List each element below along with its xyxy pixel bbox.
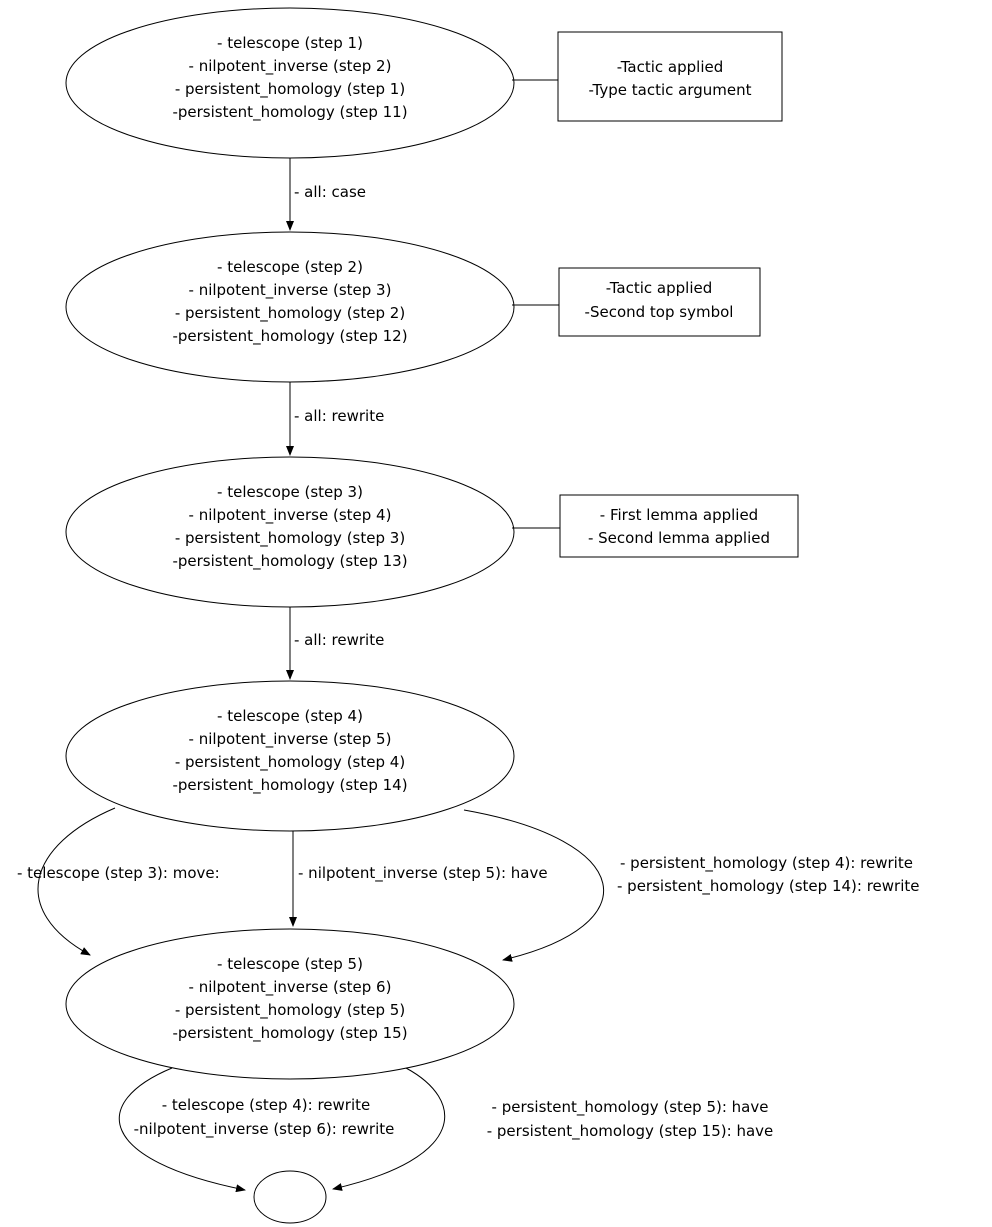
node-line: - telescope (step 1) xyxy=(217,34,363,52)
annotation-box-3: - First lemma applied - Second lemma app… xyxy=(559,494,799,558)
edge-label-line: -nilpotent_inverse (step 6): rewrite xyxy=(134,1120,395,1139)
edge-arrow xyxy=(463,809,604,962)
edge-label-line: - nilpotent_inverse (step 5): have xyxy=(298,864,548,883)
state-node-1: - telescope (step 1) - nilpotent_inverse… xyxy=(65,7,515,159)
edge-label-line: - telescope (step 3): move: xyxy=(17,864,220,882)
node-line: - persistent_homology (step 5) xyxy=(175,1001,405,1020)
node-line: - nilpotent_inverse (step 4) xyxy=(189,506,392,525)
edge-label-line: - telescope (step 4): rewrite xyxy=(162,1096,371,1114)
node-line: -persistent_homology (step 12) xyxy=(172,327,407,346)
annotation-line: -Type tactic argument xyxy=(589,81,752,99)
node-line: - nilpotent_inverse (step 5) xyxy=(189,730,392,749)
state-node-3: - telescope (step 3) - nilpotent_inverse… xyxy=(65,456,515,608)
node-ellipse xyxy=(253,1170,327,1224)
annotation-rect xyxy=(557,31,783,122)
annotation-box-2: -Tactic applied -Second top symbol xyxy=(558,267,761,337)
node-ellipse xyxy=(65,928,515,1080)
edge-label-line: - all: rewrite xyxy=(294,631,384,649)
annotation-rect xyxy=(559,494,799,558)
edge-label-line: - all: rewrite xyxy=(294,407,384,425)
node-line: - nilpotent_inverse (step 2) xyxy=(189,57,392,76)
node-line: - persistent_homology (step 2) xyxy=(175,304,405,323)
annotation-line: -Tactic applied xyxy=(606,279,713,297)
edge-label-line: - all: case xyxy=(294,183,366,201)
edge-arrow xyxy=(118,1067,246,1193)
annotation-line: - Second lemma applied xyxy=(588,529,770,547)
annotation-rect xyxy=(558,267,761,337)
edge-label-line: - persistent_homology (step 5): have xyxy=(492,1098,769,1117)
state-node-2: - telescope (step 2) - nilpotent_inverse… xyxy=(65,231,515,383)
annotation-box-1: -Tactic applied -Type tactic argument xyxy=(557,31,783,122)
node-line: -persistent_homology (step 15) xyxy=(172,1024,407,1043)
edge-label-line: - persistent_homology (step 4): rewrite xyxy=(620,854,913,873)
annotation-line: -Second top symbol xyxy=(585,303,734,321)
edge-arrow xyxy=(37,807,116,956)
node-line: - telescope (step 5) xyxy=(217,955,363,973)
edge-label-line: - persistent_homology (step 15): have xyxy=(487,1122,774,1141)
node-line: - persistent_homology (step 3) xyxy=(175,529,405,548)
node-line: - telescope (step 4) xyxy=(217,707,363,725)
node-line: - nilpotent_inverse (step 6) xyxy=(189,978,392,997)
edge-arrow xyxy=(332,1067,446,1191)
node-line: -persistent_homology (step 14) xyxy=(172,776,407,795)
node-line: -persistent_homology (step 13) xyxy=(172,552,407,571)
node-line: - telescope (step 3) xyxy=(217,483,363,501)
node-line: - telescope (step 2) xyxy=(217,258,363,276)
node-line: - persistent_homology (step 4) xyxy=(175,753,405,772)
annotation-line: -Tactic applied xyxy=(617,58,724,76)
edge-label-line: - persistent_homology (step 14): rewrite xyxy=(617,877,919,896)
end-state-node xyxy=(253,1170,327,1224)
node-line: - persistent_homology (step 1) xyxy=(175,80,405,99)
node-line: - nilpotent_inverse (step 3) xyxy=(189,281,392,300)
state-node-5: - telescope (step 5) - nilpotent_inverse… xyxy=(65,928,515,1080)
state-node-4: - telescope (step 4) - nilpotent_inverse… xyxy=(65,680,515,832)
node-line: -persistent_homology (step 11) xyxy=(172,103,407,122)
annotation-line: - First lemma applied xyxy=(600,506,758,524)
node-ellipse xyxy=(65,680,515,832)
